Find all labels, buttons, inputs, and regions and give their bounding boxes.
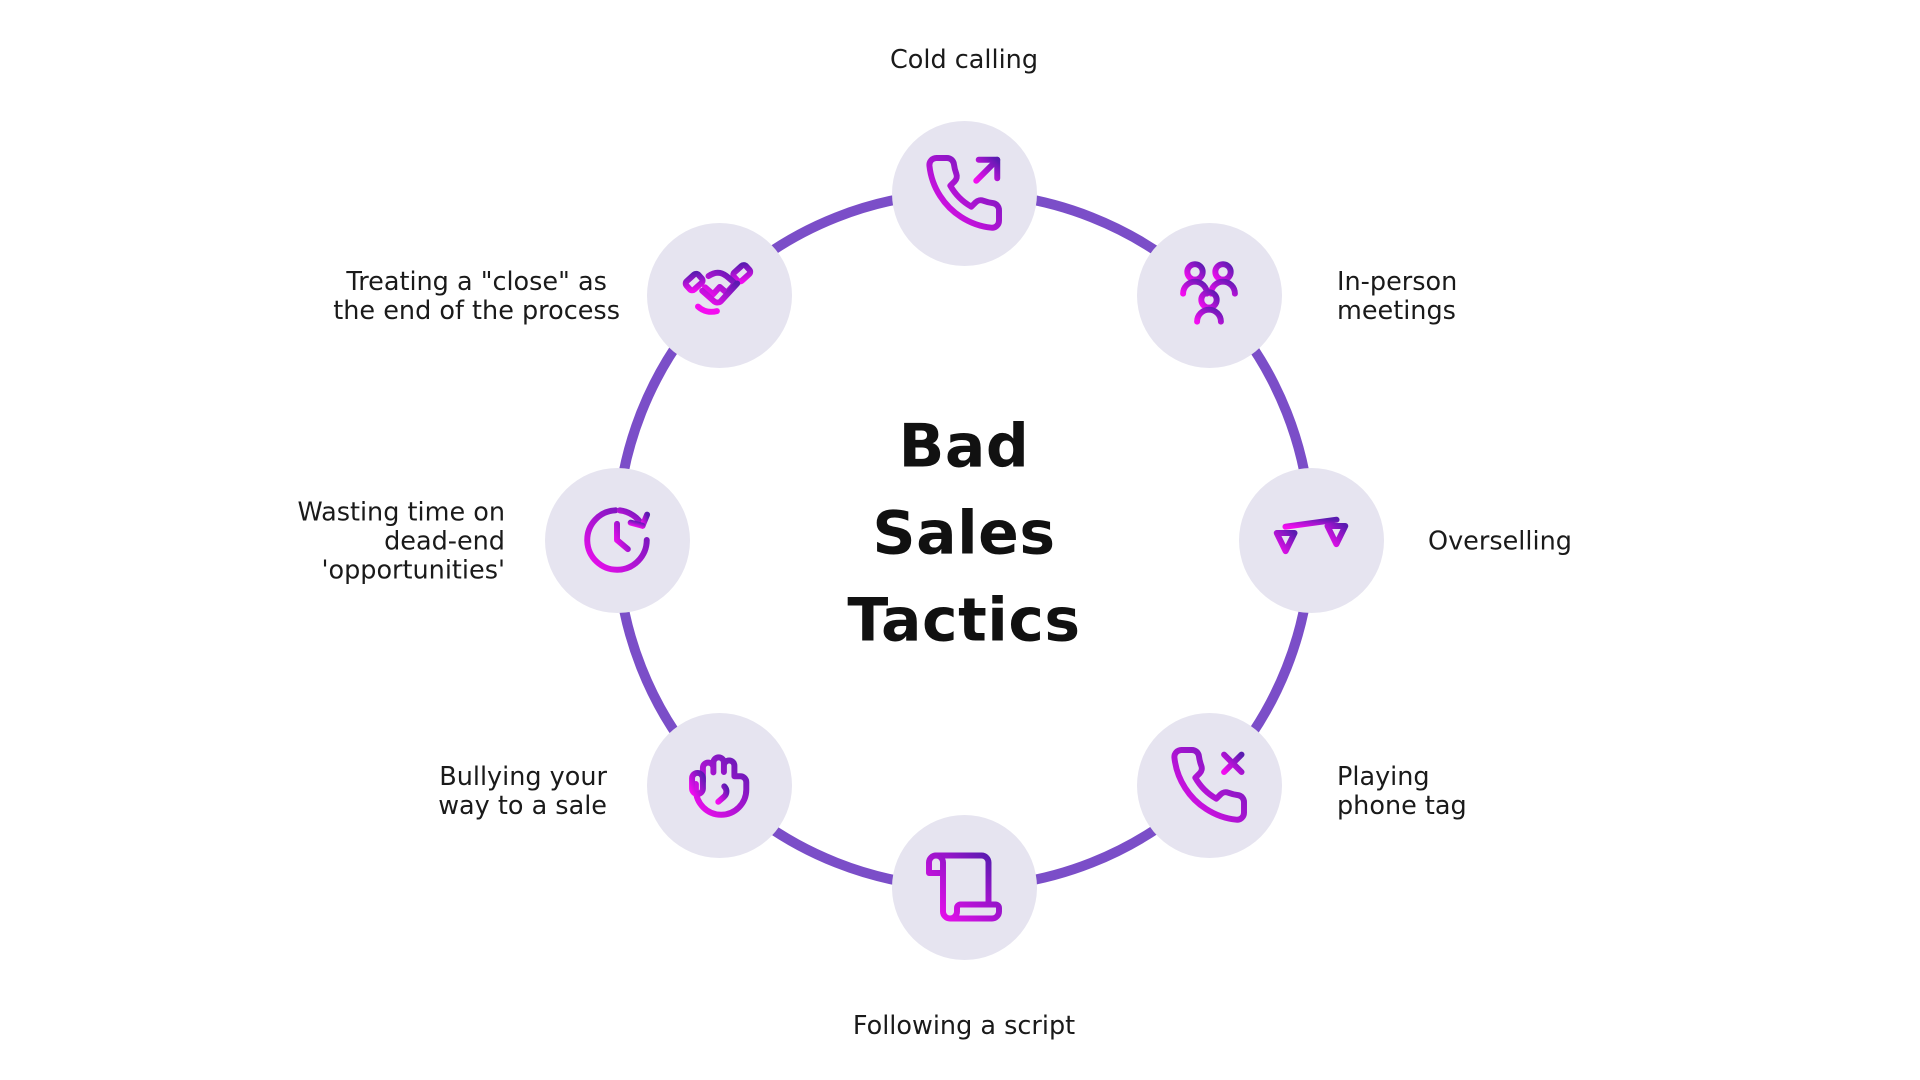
node-cold-calling: [891, 120, 1037, 266]
phone-missed-icon: [1171, 747, 1247, 823]
label-treating-a-close: Treating a "close" as the end of the pro…: [333, 267, 620, 326]
node-wasting-time: [544, 467, 690, 613]
phone-outgoing-icon: [926, 155, 1002, 231]
node-treating-a-close: [646, 222, 792, 368]
diagram-title: Bad Sales Tactics: [847, 411, 1081, 656]
label-in-person-meetings: In-person meetings: [1337, 267, 1458, 326]
users-icon: [1180, 261, 1238, 325]
scroll-icon: [926, 852, 1002, 922]
node-overselling: [1238, 467, 1384, 613]
label-following-a-script: Following a script: [852, 1011, 1076, 1041]
label-bullying-your-way-to-a-sale: Bullying your way to a sale: [438, 762, 607, 821]
handshake-icon: [682, 262, 754, 315]
label-cold-calling: Cold calling: [889, 45, 1039, 75]
label-wasting-time: Wasting time on dead-end 'opportunities': [297, 497, 505, 586]
label-overselling: Overselling: [1428, 526, 1572, 557]
node-in-person-meetings: [1136, 222, 1282, 368]
node-following-a-script: [891, 814, 1037, 960]
fist-icon: [689, 754, 750, 818]
clock-rotate-icon: [584, 507, 651, 573]
scales-icon: [1273, 510, 1349, 568]
node-bullying-your-way-to-a-sale: [646, 712, 792, 858]
node-playing-phone-tag: [1136, 712, 1282, 858]
label-playing-phone-tag: Playing phone tag: [1337, 762, 1467, 821]
